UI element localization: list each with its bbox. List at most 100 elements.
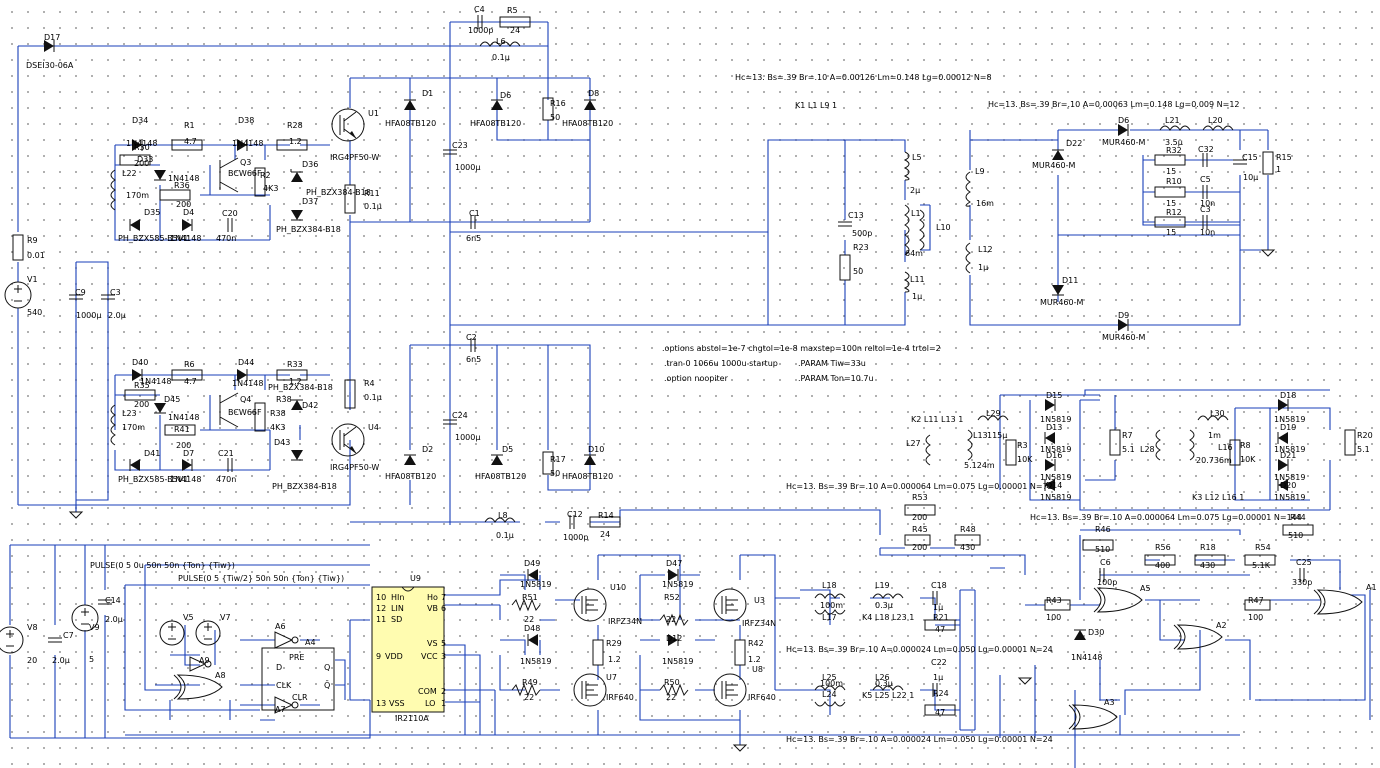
v1-source[interactable] — [4, 281, 32, 309]
d22-diode[interactable] — [1052, 149, 1064, 160]
l22-inductor[interactable] — [110, 169, 116, 211]
d33-diode[interactable] — [154, 170, 166, 181]
d49-diode[interactable] — [527, 569, 538, 581]
l28-inductor[interactable] — [1155, 429, 1161, 461]
l26-inductor[interactable] — [872, 685, 904, 691]
r2-resistor[interactable] — [254, 167, 266, 197]
c7-capacitor[interactable] — [48, 637, 62, 643]
r30-resistor[interactable] — [119, 154, 151, 166]
r44-resistor[interactable] — [1282, 524, 1314, 536]
l27-inductor[interactable] — [925, 434, 931, 466]
d43-diode[interactable] — [291, 450, 303, 461]
l5-inductor[interactable] — [903, 151, 910, 181]
u9-driver-ic[interactable] — [371, 586, 445, 713]
r20-resistor[interactable] — [1344, 429, 1356, 456]
l16-inductor[interactable] — [1189, 429, 1195, 461]
d21-diode[interactable] — [1278, 459, 1289, 471]
a5-gate[interactable] — [1093, 587, 1143, 613]
c5-capacitor[interactable] — [1202, 185, 1208, 199]
c9-capacitor[interactable] — [69, 294, 83, 300]
r28-resistor[interactable] — [276, 139, 308, 151]
c20-capacitor[interactable] — [227, 218, 233, 232]
a1-gate[interactable] — [1313, 589, 1363, 615]
r24-resistor[interactable] — [924, 704, 956, 716]
l8-inductor[interactable] — [484, 517, 516, 523]
r54-resistor[interactable] — [1244, 554, 1276, 566]
d15-diode[interactable] — [1045, 399, 1056, 411]
r43-resistor[interactable] — [1044, 599, 1071, 611]
r52-resistor[interactable] — [659, 613, 689, 627]
a3-gate[interactable] — [1068, 704, 1118, 730]
r9-resistor[interactable] — [12, 234, 24, 261]
r46-resistor[interactable] — [1082, 539, 1114, 551]
d35-diode[interactable] — [129, 219, 140, 231]
r50-resistor[interactable] — [659, 683, 689, 697]
r17-resistor[interactable] — [542, 451, 554, 475]
d19-diode[interactable] — [1277, 432, 1288, 444]
r41-resistor[interactable] — [164, 424, 196, 436]
r1-resistor[interactable] — [171, 139, 203, 151]
l13-inductor[interactable] — [967, 429, 973, 461]
u4-transistor[interactable] — [331, 423, 365, 457]
r51-resistor[interactable] — [511, 598, 541, 612]
l20-inductor[interactable] — [1202, 125, 1234, 131]
a9-gate[interactable] — [189, 656, 212, 672]
v7-source[interactable] — [195, 620, 221, 646]
c22-capacitor[interactable] — [932, 683, 938, 697]
d18-diode[interactable] — [1278, 399, 1289, 411]
d47-diode[interactable] — [668, 569, 679, 581]
c3-capacitor[interactable] — [101, 294, 115, 300]
c25-capacitor[interactable] — [1299, 568, 1305, 582]
d42-diode[interactable] — [291, 399, 303, 410]
a8-gate[interactable] — [173, 674, 223, 700]
d38-diode[interactable] — [237, 139, 248, 151]
d13-diode[interactable] — [1044, 432, 1055, 444]
r6-resistor[interactable] — [171, 369, 203, 381]
c12-capacitor[interactable] — [569, 515, 575, 529]
r29-resistor[interactable] — [592, 639, 604, 666]
l21-inductor[interactable] — [1159, 125, 1191, 131]
c6-capacitor[interactable] — [1099, 568, 1105, 582]
d1-diode[interactable] — [404, 99, 416, 110]
d14-diode[interactable] — [1044, 479, 1055, 491]
l10-inductor[interactable] — [919, 209, 925, 251]
r16-resistor[interactable] — [542, 97, 554, 121]
r48-resistor[interactable] — [954, 534, 981, 546]
r12-resistor[interactable] — [1154, 216, 1186, 228]
c23-capacitor[interactable] — [443, 149, 457, 155]
r47-resistor[interactable] — [1244, 599, 1271, 611]
d6b-diode[interactable] — [1118, 124, 1129, 136]
c13-capacitor[interactable] — [838, 221, 852, 227]
r4-resistor[interactable] — [344, 379, 356, 409]
d8-diode[interactable] — [584, 99, 596, 110]
d44-diode[interactable] — [237, 369, 248, 381]
r36-resistor[interactable] — [159, 189, 191, 201]
l19-inductor[interactable] — [872, 593, 904, 599]
l25-inductor[interactable] — [814, 685, 846, 691]
d37-diode[interactable] — [291, 210, 303, 221]
l29-inductor[interactable] — [977, 415, 1009, 421]
d45-diode[interactable] — [154, 403, 166, 414]
l12-inductor[interactable] — [965, 242, 971, 274]
a7-buffer[interactable] — [274, 696, 299, 714]
d34-diode[interactable] — [132, 139, 143, 151]
l18-inductor[interactable] — [814, 593, 846, 599]
r21-resistor[interactable] — [924, 619, 956, 631]
u3-mosfet[interactable] — [713, 588, 747, 622]
r8-resistor[interactable] — [1229, 439, 1241, 466]
d16-diode[interactable] — [1045, 459, 1056, 471]
d11-diode[interactable] — [1052, 285, 1064, 296]
r53-resistor[interactable] — [904, 504, 936, 516]
d12-diode[interactable] — [668, 634, 679, 646]
d17-diode[interactable] — [44, 40, 55, 52]
d10-diode[interactable] — [584, 454, 596, 465]
d40-diode[interactable] — [132, 369, 143, 381]
d4-diode[interactable] — [182, 219, 193, 231]
l24-inductor[interactable] — [814, 701, 846, 707]
v9-source[interactable] — [71, 604, 99, 632]
v5-source[interactable] — [159, 620, 185, 646]
r14-resistor[interactable] — [589, 516, 621, 528]
c14-capacitor[interactable] — [98, 599, 112, 605]
u10-mosfet[interactable] — [573, 588, 607, 622]
c21-capacitor[interactable] — [227, 458, 233, 472]
